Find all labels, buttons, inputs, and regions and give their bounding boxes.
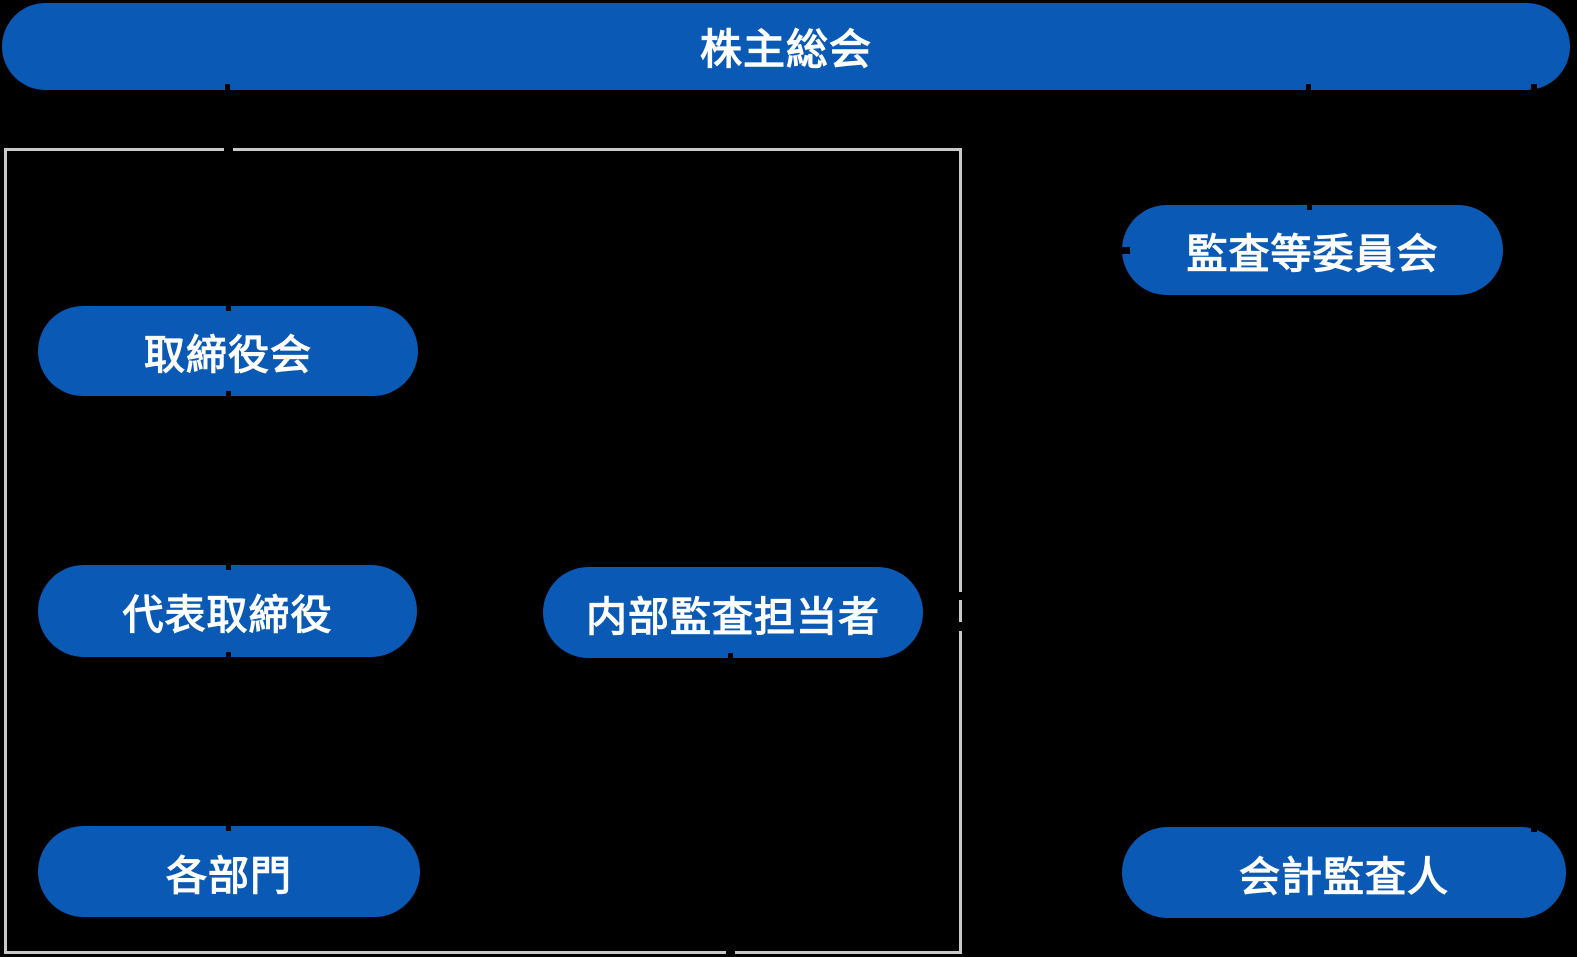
node-internal-audit-staff-label: 内部監査担当者	[586, 593, 880, 640]
connector-tick	[226, 652, 231, 657]
node-representative-director-label: 代表取締役	[122, 592, 333, 638]
connector-tick	[728, 653, 733, 658]
node-board-of-directors: 取締役会	[38, 306, 418, 396]
connector-gap	[957, 622, 967, 631]
connector-gap	[726, 948, 735, 956]
node-accounting-auditor: 会計監査人	[1122, 827, 1566, 918]
connector-tick	[226, 391, 231, 396]
connector-tick	[225, 84, 230, 91]
connector-gap	[957, 592, 967, 600]
node-accounting-auditor-label: 会計監査人	[1239, 853, 1449, 900]
node-internal-audit-staff: 内部監査担当者	[543, 567, 923, 658]
connector-tick	[1307, 205, 1312, 210]
node-departments: 各部門	[38, 826, 420, 917]
connector-tick	[226, 306, 231, 311]
node-departments-label: 各部門	[166, 852, 292, 899]
governance-frame	[4, 148, 962, 954]
node-audit-committee-label: 監査等委員会	[1186, 231, 1439, 277]
node-board-of-directors-label: 取締役会	[144, 332, 312, 378]
node-shareholders-meeting: 株主総会	[2, 3, 1570, 90]
connector-tick	[1531, 827, 1537, 832]
connector-tick	[226, 826, 231, 831]
connector-tick	[1120, 247, 1130, 254]
connector-gap	[224, 146, 233, 154]
connector-tick	[226, 565, 231, 570]
connector-tick	[1531, 84, 1537, 91]
node-shareholders-meeting-label: 株主総会	[699, 26, 872, 73]
connector-tick	[1306, 84, 1311, 91]
node-audit-committee: 監査等委員会	[1122, 205, 1503, 295]
node-representative-director: 代表取締役	[38, 565, 417, 657]
